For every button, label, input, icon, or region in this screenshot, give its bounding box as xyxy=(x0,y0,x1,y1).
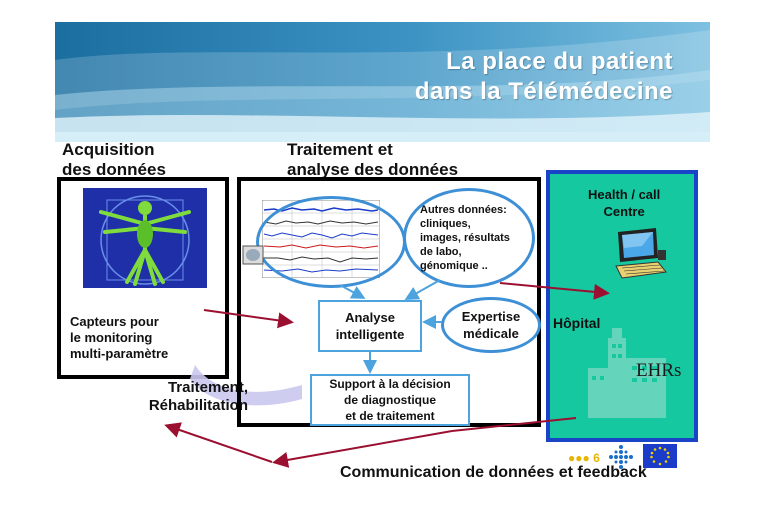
arrow-feedback-right xyxy=(272,430,453,468)
eu-flag-icon xyxy=(643,444,677,468)
header-traitement: Traitement et analyse des données xyxy=(287,140,459,179)
treatment-label: Traitement, Réhabilitation xyxy=(148,379,248,414)
hopital-label: Hôpital xyxy=(553,315,601,331)
arrow-feedback-left xyxy=(164,422,273,463)
hospital-building-icon xyxy=(588,328,666,418)
communication-label: Communication de données et feedback xyxy=(340,464,647,481)
patient-device-icon xyxy=(242,245,264,265)
ecg-highlight-oval xyxy=(256,196,406,288)
acquisition-box xyxy=(57,177,229,379)
title-line-2: dans la Télémédecine xyxy=(414,78,673,105)
support-decision-node: Support à la décision de diagnostique et… xyxy=(310,374,470,426)
title-line-1: La place du patient xyxy=(446,48,673,75)
ehrs-label: EHRs xyxy=(636,360,682,381)
page-marker: ●●● 6 xyxy=(568,451,600,465)
analyse-intelligente-node: Analyse intelligente xyxy=(318,300,422,352)
expertise-medicale-oval: Expertise médicale xyxy=(441,297,541,353)
medical-cross-logo-icon xyxy=(609,445,633,469)
title-banner xyxy=(55,22,710,142)
autres-donnees-oval: Autres données: cliniques, images, résul… xyxy=(403,188,535,288)
hospital-panel xyxy=(546,170,698,442)
health-center-label: Health / call Centre xyxy=(588,187,661,219)
swoosh-arrow xyxy=(190,365,302,406)
header-acquisition: Acquisition des données xyxy=(62,140,166,179)
vitruvian-man-icon xyxy=(83,188,207,288)
computer-icon xyxy=(615,228,667,279)
capteurs-label: Capteurs pour le monitoring multi-paramè… xyxy=(70,314,169,361)
